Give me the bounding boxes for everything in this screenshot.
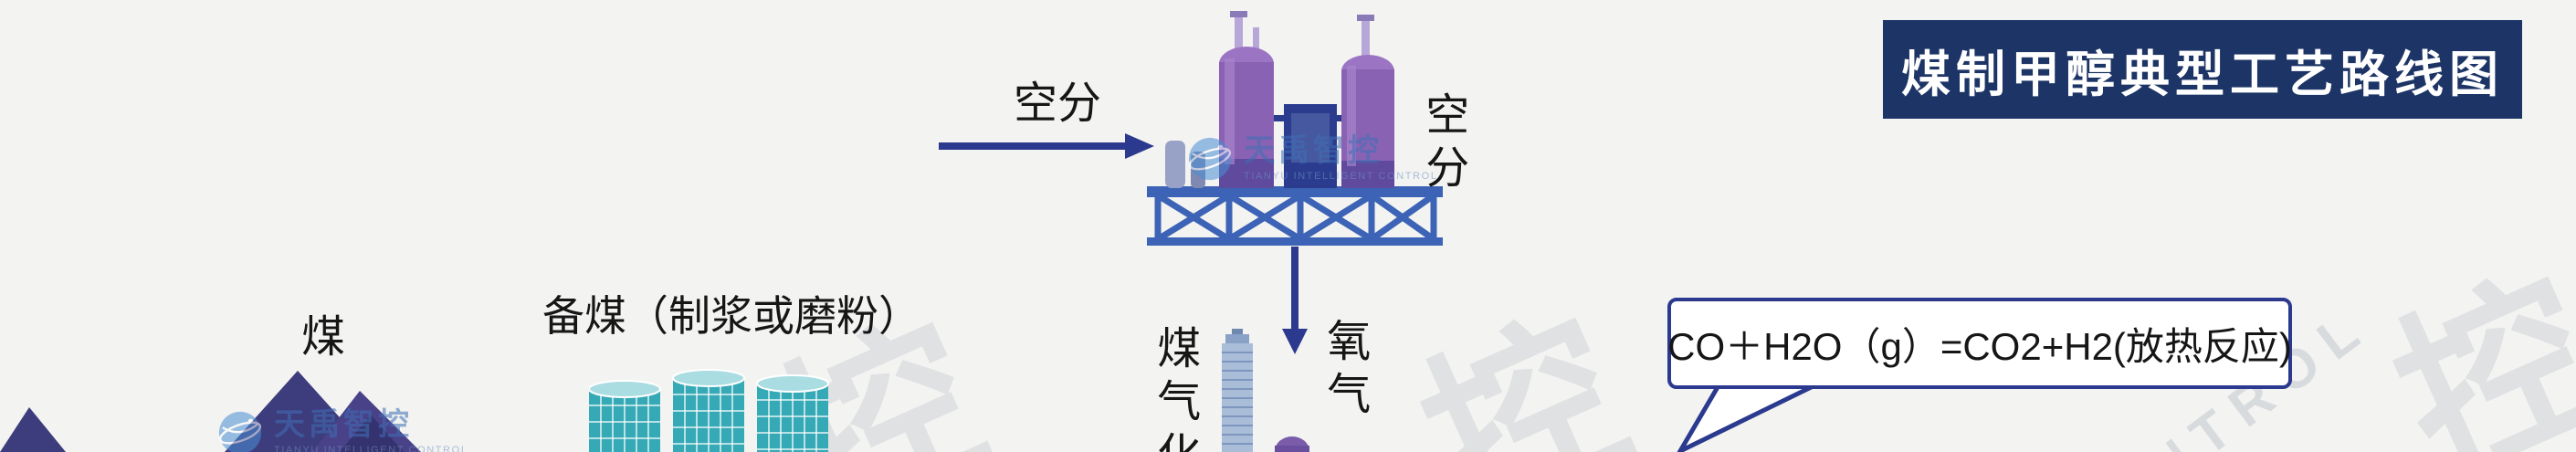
background-watermark-glyph: 控 [1396, 286, 1654, 452]
air-separation-feed-label: 空分 [1014, 79, 1102, 128]
coal-prep-label: 备煤（制浆或磨粉） [542, 292, 920, 340]
background-watermark-glyph: 控 [2369, 245, 2576, 452]
gasifier-illustration [1222, 329, 1309, 452]
coal-label: 煤 [301, 313, 346, 362]
title-banner: 煤制甲醇典型工艺路线图 [1883, 20, 2522, 119]
oxygen-flow-arrow [1282, 247, 1308, 354]
page-title: 煤制甲醇典型工艺路线图 [1901, 47, 2504, 102]
air-feed-arrow [939, 133, 1154, 159]
gasification-label: 煤气化 [1150, 325, 1199, 452]
coal-pile-illustration [225, 371, 421, 452]
reaction-callout: CO＋H2O（g）=CO2+H2(放热反应) [1667, 298, 2292, 389]
oxygen-label: 氧气 [1320, 318, 1369, 424]
air-separation-unit-label: 空分 [1418, 91, 1467, 197]
coal-prep-tanks-illustration [589, 369, 829, 452]
reaction-formula: CO＋H2O（g）=CO2+H2(放热反应) [1667, 324, 2292, 368]
coal-pile-edge-illustration [0, 407, 66, 452]
air-separation-plant-illustration [1147, 11, 1443, 246]
